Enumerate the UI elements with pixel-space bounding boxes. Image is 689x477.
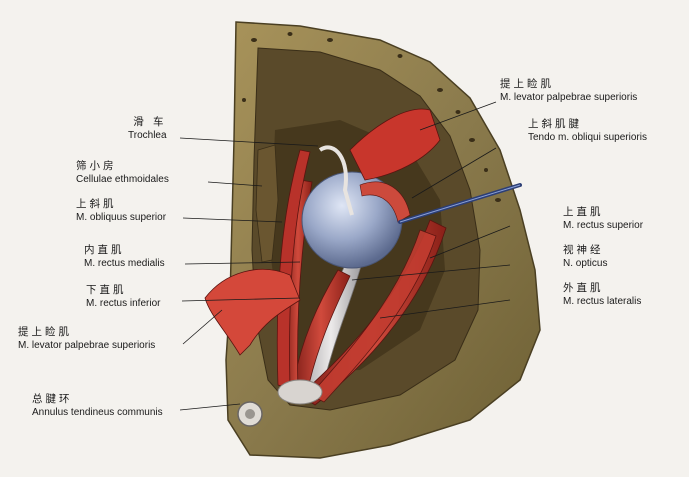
leader-lines <box>179 101 511 411</box>
label-annulus-la: Annulus tendineus communis <box>32 407 163 418</box>
label-ethmoid: 筛小房 Cellulae ethmoidales <box>76 160 169 186</box>
label-levator-left: 提上睑肌 M. levator palpebrae superioris <box>18 326 155 352</box>
superior-rectus <box>309 229 437 403</box>
label-annulus-zh: 总腱环 <box>32 393 73 405</box>
levator-lower <box>204 268 301 356</box>
annulus-tendineus <box>277 379 323 405</box>
label-tendo-obliqui: 上斜肌腱 Tendo m. obliqui superioris <box>528 118 647 144</box>
label-rectus-inferior-zh: 下直肌 <box>86 284 127 296</box>
label-levator-right-zh: 提上睑肌 <box>500 78 554 90</box>
label-rectus-lateralis: 外直肌 M. rectus lateralis <box>563 282 641 308</box>
label-tendo-obliqui-zh: 上斜肌腱 <box>528 118 582 130</box>
label-ethmoid-la: Cellulae ethmoidales <box>76 174 169 185</box>
label-rectus-inferior-la: M. rectus inferior <box>86 298 161 309</box>
label-annulus: 总腱环 Annulus tendineus communis <box>32 393 163 419</box>
label-levator-left-la: M. levator palpebrae superioris <box>18 340 156 351</box>
label-obliquus-superior-zh: 上斜肌 <box>76 198 117 210</box>
label-ethmoid-zh: 筛小房 <box>76 160 117 172</box>
levator-upper <box>349 108 441 181</box>
label-trochlea-zh: 滑 车 <box>133 116 167 128</box>
label-levator-right-la: M. levator palpebrae superioris <box>500 92 638 103</box>
label-rectus-inferior: 下直肌 M. rectus inferior <box>86 284 160 310</box>
ethmoid-cells <box>255 144 279 263</box>
label-rectus-superior: 上直肌 M. rectus superior <box>563 206 643 232</box>
label-trochlea-la: Trochlea <box>128 130 167 141</box>
label-rectus-medialis-zh: 内直肌 <box>84 244 125 256</box>
label-opticus: 视神经 N. opticus <box>563 244 607 270</box>
label-trochlea: 滑 车 Trochlea <box>128 116 167 142</box>
label-opticus-la: N. opticus <box>563 258 608 269</box>
label-rectus-medialis: 内直肌 M. rectus medialis <box>84 244 165 270</box>
trochlea <box>318 145 354 216</box>
tendo-obliqui <box>359 181 411 223</box>
label-rectus-superior-zh: 上直肌 <box>563 206 604 218</box>
label-tendo-obliqui-la: Tendo m. obliqui superioris <box>528 132 647 143</box>
bone-pores <box>242 32 501 202</box>
label-obliquus-superior: 上斜肌 M. obliquus superior <box>76 198 166 224</box>
label-obliquus-superior-la: M. obliquus superior <box>76 212 167 223</box>
label-rectus-lateralis-zh: 外直肌 <box>563 282 604 294</box>
label-rectus-medialis-la: M. rectus medialis <box>84 258 165 269</box>
label-levator-left-zh: 提上睑肌 <box>18 326 72 338</box>
inferior-rectus <box>291 269 351 399</box>
label-opticus-zh: 视神经 <box>563 244 604 256</box>
label-rectus-superior-la: M. rectus superior <box>563 220 644 231</box>
label-levator-right: 提上睑肌 M. levator palpebrae superioris <box>500 78 637 104</box>
label-rectus-lateralis-la: M. rectus lateralis <box>563 296 642 307</box>
